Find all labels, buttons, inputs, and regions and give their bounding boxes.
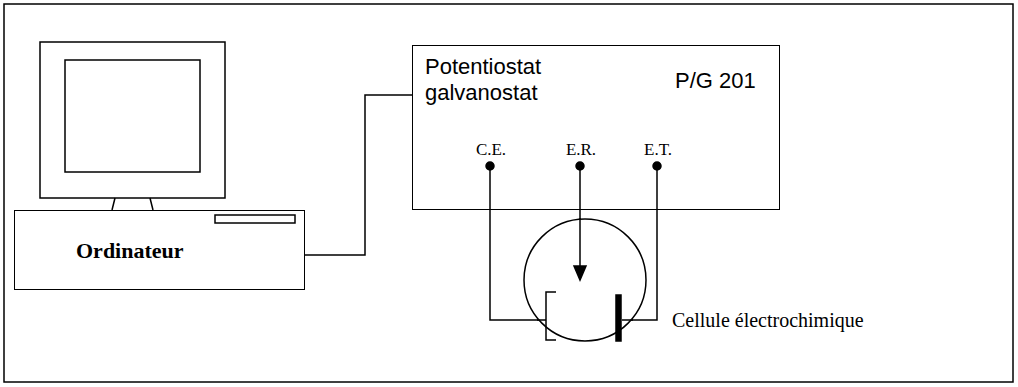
electrode-wire [579, 210, 581, 219]
computer-label: Ordinateur [76, 238, 184, 264]
cell-circle [524, 219, 646, 341]
electrodes [537, 218, 633, 341]
terminal-label: E.R. [566, 140, 596, 160]
model-number: P/G 201 [675, 68, 756, 94]
data-cable [305, 95, 412, 255]
drive-slot [215, 215, 295, 223]
cell-label: Cellule électrochimique [672, 308, 864, 332]
electrode-wire [490, 210, 539, 320]
monitor [40, 42, 225, 210]
cell-outline [523, 218, 647, 342]
computer-tower: Ordinateur [14, 210, 305, 290]
terminals [486, 162, 661, 210]
terminal-label: C.E. [476, 140, 506, 160]
electrochemical-cell: Cellule électrochimique [523, 218, 647, 342]
instrument-name: Potentiostat galvanostat [425, 54, 541, 107]
instrument-box: Potentiostat galvanostat P/G 201C.E. E.R. E… [412, 45, 780, 210]
terminal-label: E.T. [644, 140, 672, 160]
frame [4, 4, 1013, 382]
